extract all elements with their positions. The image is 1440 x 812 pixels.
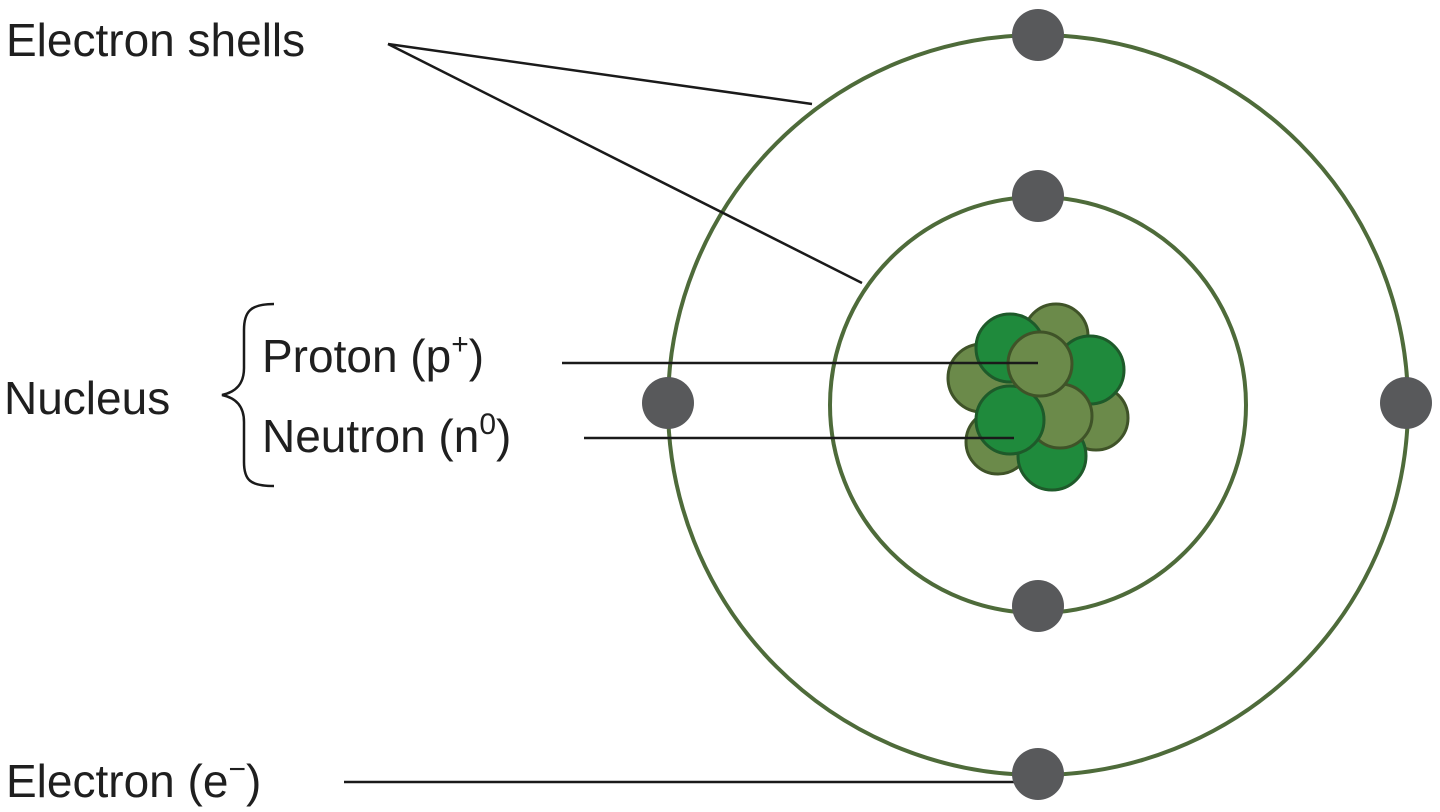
electron-outer-top (1012, 9, 1064, 61)
nucleus (946, 302, 1130, 492)
electron-shells-leader-inner (387, 42, 863, 285)
electron-inner-top (1012, 170, 1064, 222)
electron-shells-label: Electron shells (6, 14, 305, 66)
electron-inner-bottom (1012, 580, 1064, 632)
electron-outer-left (642, 377, 694, 429)
nucleus-brace (221, 302, 275, 488)
electron-charge-superscript: − (228, 753, 246, 786)
neutron-label: Neutron (n0) (262, 408, 511, 462)
electron-shells-leader-outer (387, 42, 813, 106)
electron-outer-bottom (1012, 748, 1064, 800)
proton-label: Proton (p+) (262, 328, 484, 382)
proton-charge-superscript: + (451, 328, 469, 361)
neutron-charge-superscript: 0 (479, 408, 496, 441)
electron-outer-right (1380, 377, 1432, 429)
electron-label: Electron (e−) (6, 753, 261, 807)
nucleus-label: Nucleus (4, 372, 170, 424)
